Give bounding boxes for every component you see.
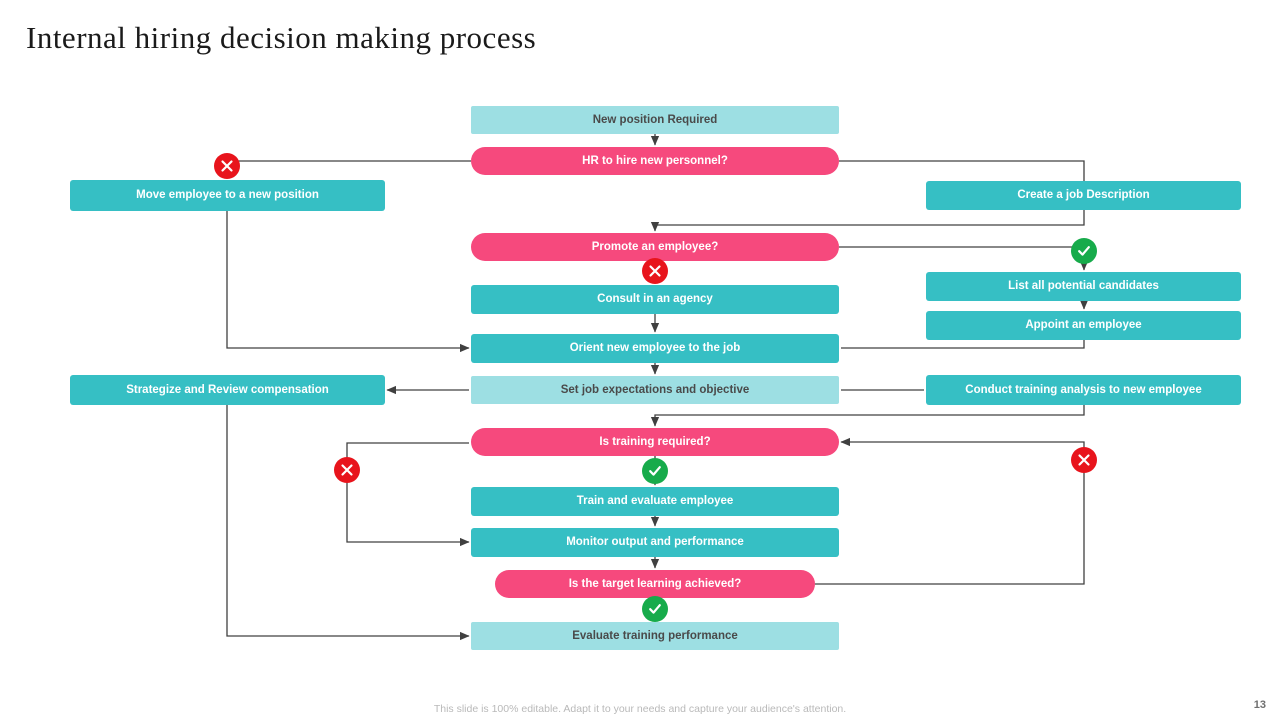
node-list-all-potential-candidates[interactable]: List all potential candidates bbox=[926, 272, 1241, 301]
check-icon bbox=[642, 596, 668, 622]
check-icon bbox=[1071, 238, 1097, 264]
page-number: 13 bbox=[1253, 699, 1266, 711]
edge-promote-to-list-candidates bbox=[839, 246, 1089, 271]
edge-hr-to-create-job bbox=[839, 160, 1085, 181]
node-label: List all potential candidates bbox=[1008, 280, 1159, 293]
node-conduct-training-analysis[interactable]: Conduct training analysis to new employe… bbox=[926, 375, 1241, 405]
node-set-job-expectations-and-objective[interactable]: Set job expectations and objective bbox=[471, 376, 839, 404]
node-move-employee-to-new-position[interactable]: Move employee to a new position bbox=[70, 180, 385, 211]
edge-appoint-to-orient bbox=[841, 340, 1085, 349]
node-label: Set job expectations and objective bbox=[560, 383, 750, 396]
node-label: HR to hire new personnel? bbox=[582, 154, 728, 167]
node-new-position-required[interactable]: New position Required bbox=[471, 106, 839, 134]
node-appoint-an-employee[interactable]: Appoint an employee bbox=[926, 311, 1241, 340]
node-train-and-evaluate-employee[interactable]: Train and evaluate employee bbox=[471, 487, 839, 516]
edge-hr-to-move-employee bbox=[222, 160, 471, 179]
node-label: Promote an employee? bbox=[591, 240, 719, 253]
node-monitor-output-and-performance[interactable]: Monitor output and performance bbox=[471, 528, 839, 557]
node-label: Evaluate training performance bbox=[572, 629, 738, 642]
edge-create-job-to-promote bbox=[650, 210, 1085, 232]
node-label: Conduct training analysis to new employe… bbox=[965, 383, 1202, 396]
cross-icon bbox=[642, 258, 668, 284]
node-label: Is training required? bbox=[599, 435, 711, 448]
node-label: Orient new employee to the job bbox=[569, 342, 741, 355]
edge-target-no-to-is-training bbox=[815, 437, 1085, 585]
page-title: Internal hiring decision making process bbox=[26, 20, 537, 55]
node-create-a-job-description[interactable]: Create a job Description bbox=[926, 181, 1241, 210]
node-promote-an-employee[interactable]: Promote an employee? bbox=[471, 233, 839, 261]
node-label: New position Required bbox=[592, 113, 718, 126]
node-label: Train and evaluate employee bbox=[576, 495, 734, 508]
edge-move-employee-to-orient bbox=[226, 211, 470, 353]
node-hr-to-hire-new-personnel[interactable]: HR to hire new personnel? bbox=[471, 147, 839, 175]
footer-note: This slide is 100% editable. Adapt it to… bbox=[433, 703, 847, 715]
node-label: Is the target learning achieved? bbox=[568, 577, 742, 590]
node-consult-in-an-agency[interactable]: Consult in an agency bbox=[471, 285, 839, 314]
cross-icon bbox=[1071, 447, 1097, 473]
node-label: Consult in an agency bbox=[597, 293, 713, 306]
node-is-the-target-learning-achieved[interactable]: Is the target learning achieved? bbox=[495, 570, 815, 598]
edge-strategize-to-evaluate bbox=[226, 405, 470, 641]
cross-icon bbox=[214, 153, 240, 179]
node-is-training-required[interactable]: Is training required? bbox=[471, 428, 839, 456]
node-strategize-and-review-compensation[interactable]: Strategize and Review compensation bbox=[70, 375, 385, 405]
node-evaluate-training-performance[interactable]: Evaluate training performance bbox=[471, 622, 839, 650]
cross-icon bbox=[334, 457, 360, 483]
flowchart: New position Required HR to hire new per… bbox=[70, 106, 1241, 650]
node-label: Strategize and Review compensation bbox=[126, 383, 329, 396]
node-label: Appoint an employee bbox=[1025, 319, 1142, 332]
node-label: Create a job Description bbox=[1017, 189, 1150, 202]
node-label: Monitor output and performance bbox=[566, 536, 744, 549]
check-icon bbox=[642, 458, 668, 484]
edge-training-analysis-to-is-training bbox=[650, 405, 1085, 427]
edge-is-training-no-to-monitor bbox=[346, 442, 470, 547]
node-label: Move employee to a new position bbox=[136, 189, 319, 202]
node-orient-new-employee-to-the-job[interactable]: Orient new employee to the job bbox=[471, 334, 839, 363]
